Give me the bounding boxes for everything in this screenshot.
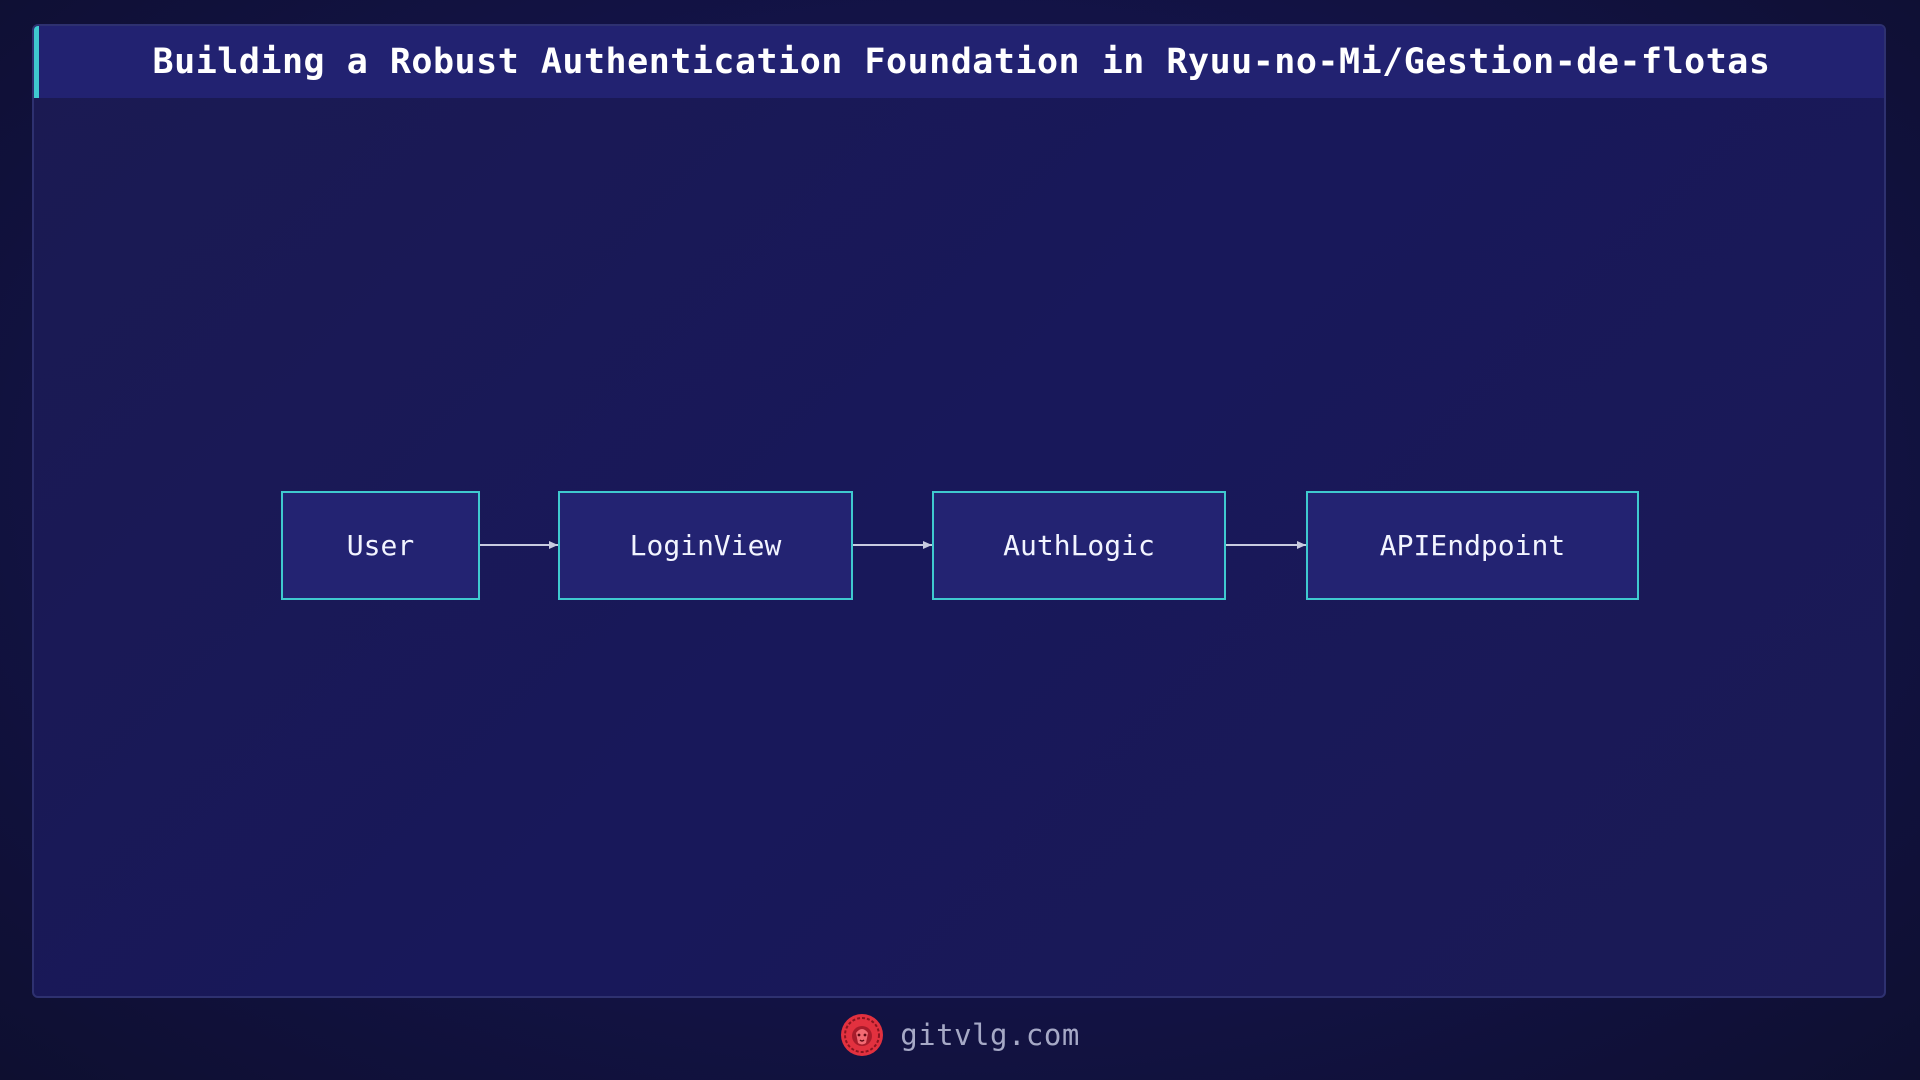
node-label: AuthLogic — [1003, 529, 1155, 562]
lion-head-icon[interactable] — [840, 1013, 884, 1057]
node-user: User — [281, 491, 480, 600]
node-label: LoginView — [629, 529, 782, 562]
node-apiendpoint: APIEndpoint — [1306, 491, 1639, 600]
page-title: Building a Robust Authentication Foundat… — [152, 42, 1771, 82]
node-label: User — [346, 529, 415, 562]
title-bar: Building a Robust Authentication Foundat… — [34, 26, 1884, 98]
node-loginview: LoginView — [558, 491, 853, 600]
footer: gitvlg.com — [0, 1010, 1920, 1060]
node-authlogic: AuthLogic — [932, 491, 1226, 600]
site-link[interactable]: gitvlg.com — [900, 1018, 1080, 1052]
node-label: APIEndpoint — [1379, 529, 1566, 562]
